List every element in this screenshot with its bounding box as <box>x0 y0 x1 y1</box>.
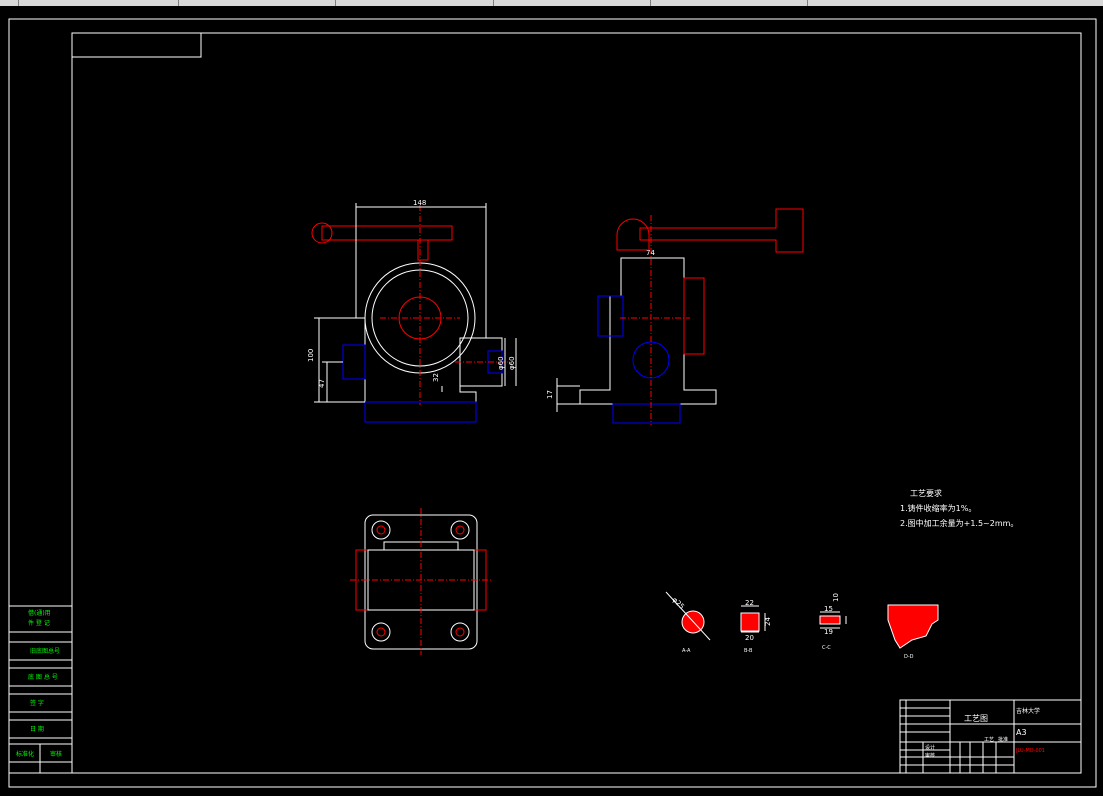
title-size: A3 <box>1016 728 1027 737</box>
side-table-text: 审核 <box>50 751 63 758</box>
document-tab-bar <box>0 0 1103 6</box>
note-line-2: 2.图中加工余量为+1.5~2mm。 <box>900 519 1019 528</box>
dim-74: 74 <box>646 249 655 257</box>
dim-20: 20 <box>745 634 754 642</box>
dim-24: 24 <box>764 617 772 626</box>
corner-code-box <box>71 32 202 58</box>
front-view <box>311 203 517 423</box>
dim-148: 148 <box>413 199 426 207</box>
section-views <box>665 591 939 649</box>
side-table-text: 标准化 <box>16 751 35 758</box>
dim-22: 22 <box>745 599 754 607</box>
title-name: 工艺图 <box>964 714 988 723</box>
dim-19: 19 <box>824 628 833 636</box>
document-tab[interactable] <box>178 0 336 6</box>
notes-heading: 工艺要求 <box>910 489 942 498</box>
title-designer-label: 设计 <box>925 745 936 751</box>
document-tab[interactable] <box>650 0 808 6</box>
document-tab[interactable] <box>493 0 651 6</box>
section-label: D-D <box>904 654 914 660</box>
cad-drawing-canvas[interactable]: 148 100 47 32 φ60 φ60 74 17 <box>0 6 1103 792</box>
drawing-sheet: 148 100 47 32 φ60 φ60 74 17 <box>8 18 1097 788</box>
section-label: B-B <box>744 648 753 654</box>
dim-47: 47 <box>318 379 326 388</box>
document-tab[interactable] <box>18 0 179 6</box>
section-label: A-A <box>682 648 691 654</box>
inner-frame-border <box>71 32 1082 774</box>
side-table-text: 签 字 <box>30 700 44 707</box>
outer-sheet-border <box>8 18 1097 788</box>
side-table-text: 日 期 <box>30 726 44 733</box>
title-block <box>899 699 1082 774</box>
side-table-text: 旧底图总号 <box>30 648 61 655</box>
section-label: C-C <box>822 645 831 651</box>
title-checker-label: 审核 <box>925 753 936 759</box>
dim-phi60-b: φ60 <box>508 356 516 370</box>
side-table-text: 借(通)用 <box>28 610 51 617</box>
note-line-1: 1.铸件收缩率为1%。 <box>900 504 977 513</box>
title-process-label: 工艺 <box>984 737 995 743</box>
dim-17: 17 <box>546 390 554 399</box>
title-drawing-number: JLU-MD-001 <box>1016 748 1045 754</box>
side-table-text: 底 图 总 号 <box>28 674 58 681</box>
dim-phi60-a: φ60 <box>497 356 505 370</box>
side-view <box>556 208 804 425</box>
document-tab[interactable] <box>0 0 19 6</box>
dim-32: 32 <box>432 373 440 382</box>
dim-100: 100 <box>307 349 315 362</box>
title-school: 吉林大学 <box>1016 708 1041 715</box>
left-side-table <box>8 605 73 774</box>
dim-phi25: φ25 <box>671 596 686 611</box>
document-tab[interactable] <box>335 0 494 6</box>
side-table-text: 件 登 记 <box>28 620 50 627</box>
top-view <box>350 508 492 655</box>
dim-15: 15 <box>824 605 833 613</box>
title-approve-label: 批准 <box>998 737 1009 743</box>
dim-10: 10 <box>832 593 840 602</box>
